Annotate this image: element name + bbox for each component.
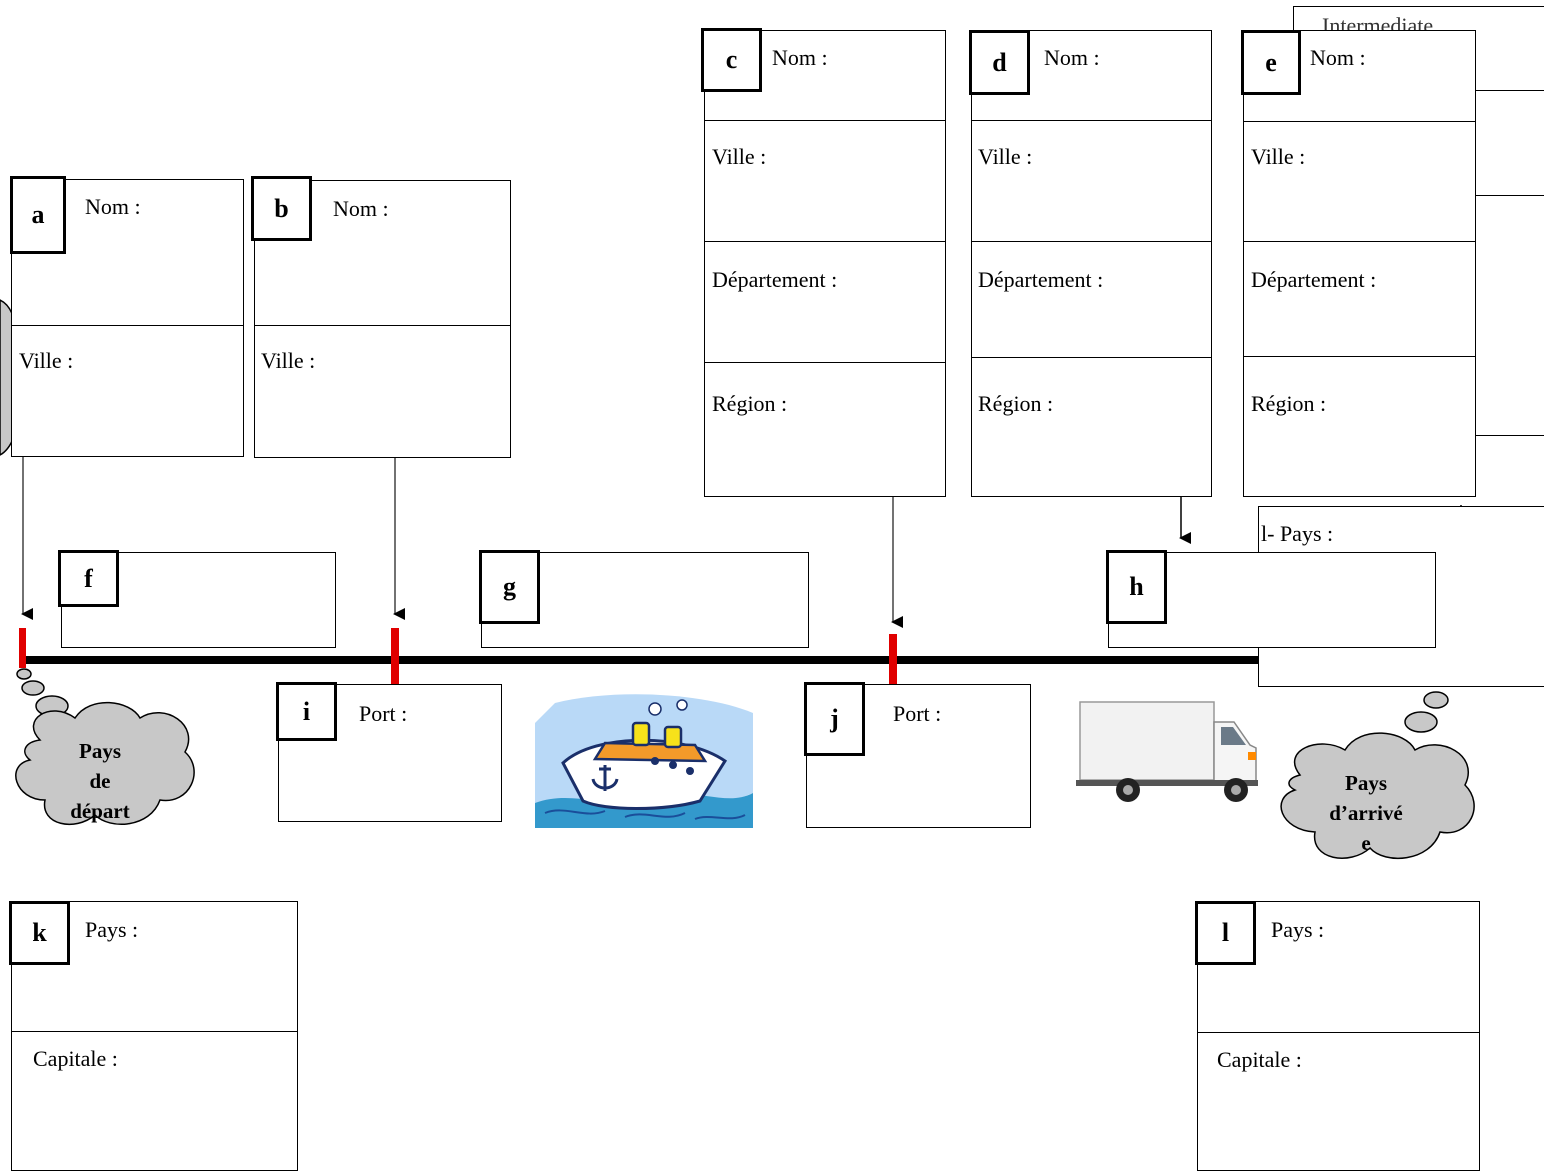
box-c-ville-label: Ville : (712, 144, 767, 169)
stop-marker-port-depart (391, 628, 399, 684)
cloud-arrivee-line1: Pays (1345, 771, 1387, 795)
box-i-letter: i (276, 682, 337, 741)
box-f-letter: f (58, 550, 119, 607)
box-j-letter: j (804, 682, 865, 756)
box-a-letter: a (10, 176, 66, 254)
box-e-row-departement (1244, 242, 1475, 357)
stop-marker-depart (19, 628, 26, 668)
cloud-bubble-medium (21, 680, 45, 696)
cloud-depart-line2: de (89, 769, 111, 793)
box-c-letter: c (701, 28, 762, 92)
box-a-ville-label: Ville : (19, 348, 74, 373)
box-c-departement-label: Département : (712, 267, 838, 292)
box-c-row-departement (705, 242, 945, 363)
box-d-region-label: Région : (978, 391, 1054, 416)
box-e-ville-label: Ville : (1251, 144, 1306, 169)
box-e-row-nom (1244, 31, 1475, 122)
cloud-depart-line1: Pays (79, 739, 121, 763)
cloud-arrivee-line3: e (1361, 831, 1371, 855)
box-d-row-ville (972, 121, 1211, 242)
box-l-pays-label: Pays : (1271, 917, 1325, 942)
box-c-row-nom (705, 31, 945, 121)
box-a-nom-label: Nom : (85, 194, 141, 219)
truck-icon (1076, 701, 1258, 802)
box-d-ville-label: Ville : (978, 144, 1033, 169)
box-e-departement-label: Département : (1251, 267, 1377, 292)
box-a: Nom : Ville : (11, 179, 244, 457)
box-b-letter: b (251, 176, 312, 241)
box-i-port-label: Port : (359, 701, 408, 726)
cloud-arrivee (1280, 732, 1475, 860)
box-k-pays-label: Pays : (85, 917, 139, 942)
box-b-row-nom (255, 181, 510, 326)
box-d-departement-label: Département : (978, 267, 1104, 292)
ship-icon (535, 694, 753, 828)
cloud-depart (15, 701, 195, 826)
box-c-row-ville (705, 121, 945, 242)
cloud-depart-text: Pays de départ (52, 736, 148, 826)
box-c-region-label: Région : (712, 391, 788, 416)
box-d-row-nom (972, 31, 1211, 121)
stop-marker-port-arrivee (889, 634, 897, 684)
box-k-letter: k (9, 901, 70, 965)
cloud-bubble-large-2 (1404, 711, 1438, 733)
box-l-letter: l (1195, 901, 1256, 965)
box-d-row-departement (972, 242, 1211, 358)
cloud-bubble-small (16, 668, 32, 680)
box-l-row-pays (1198, 902, 1479, 1033)
box-l-capitale-label: Capitale : (1217, 1047, 1302, 1072)
box-e-region-label: Région : (1251, 391, 1327, 416)
cloud-bubble-medium-2 (1423, 691, 1449, 709)
box-k-capitale-label: Capitale : (33, 1046, 118, 1071)
box-d-nom-label: Nom : (1044, 45, 1100, 70)
box-e-row-ville (1244, 122, 1475, 242)
box-g-letter: g (479, 550, 540, 624)
box-e: Nom : Ville : Département : Région : (1243, 30, 1476, 497)
box-b-ville-label: Ville : (261, 348, 316, 373)
cloud-arrivee-line2: d’arrivé (1329, 801, 1403, 825)
box-c-nom-label: Nom : (772, 45, 828, 70)
box-h-letter: h (1106, 550, 1167, 624)
box-e-letter: e (1241, 30, 1301, 95)
box-d: Nom : Ville : Département : Région : (971, 30, 1212, 497)
box-d-letter: d (969, 30, 1030, 95)
cloud-arrivee-text: Pays d’arrivé e (1318, 768, 1414, 858)
box-k-row-pays (12, 902, 297, 1032)
box-j-port-label: Port : (893, 701, 942, 726)
box-b-nom-label: Nom : (333, 196, 389, 221)
box-c: Nom : Ville : Département : Région : (704, 30, 946, 497)
cloud-depart-line3: départ (70, 799, 130, 823)
pays-l-hidden-label: l- Pays : (1261, 521, 1334, 546)
box-e-nom-label: Nom : (1310, 45, 1366, 70)
box-a-row-nom (12, 180, 243, 326)
